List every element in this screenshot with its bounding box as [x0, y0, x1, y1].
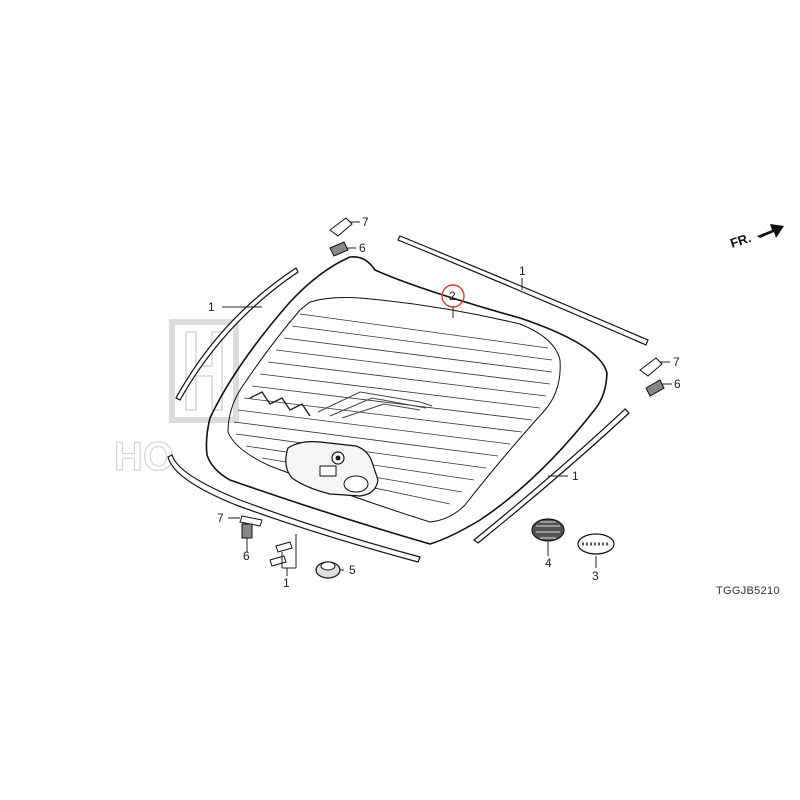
clip-6-right[interactable]	[645, 379, 672, 397]
clip-7-bottom[interactable]	[228, 515, 263, 527]
brand-watermark: HO	[113, 319, 239, 480]
callout-7-top[interactable]: 7	[362, 215, 369, 229]
wiper-lower-boss	[343, 475, 369, 493]
grommet-part-5[interactable]	[315, 561, 341, 579]
clip-6-bottom[interactable]	[241, 523, 253, 548]
antenna-pattern	[249, 391, 311, 417]
clip-7-right[interactable]	[639, 357, 670, 377]
callout-6-right[interactable]: 6	[674, 377, 681, 391]
clip-6-top[interactable]	[329, 241, 356, 257]
callout-3[interactable]: 3	[592, 569, 599, 583]
watermark-text: HO	[114, 435, 174, 479]
callout-1-top[interactable]: 1	[519, 264, 526, 278]
front-label: FR.	[728, 230, 753, 251]
callout-6-bottom[interactable]: 6	[243, 549, 250, 563]
rear-windshield-glass[interactable]	[205, 255, 608, 545]
molding-top[interactable]	[397, 235, 649, 346]
callout-6-top[interactable]: 6	[359, 241, 366, 255]
leader-lines	[222, 278, 597, 576]
front-direction-indicator: FR.	[728, 224, 784, 251]
callout-4[interactable]: 4	[545, 556, 552, 570]
molding-left[interactable]	[175, 267, 299, 401]
front-arrow-icon	[757, 224, 784, 238]
callout-1-right[interactable]: 1	[572, 469, 579, 483]
emblem-part-3[interactable]	[577, 533, 615, 555]
highlight-circle	[441, 284, 465, 308]
watermark-logo-outline	[169, 319, 239, 423]
emblem-part-4[interactable]	[531, 518, 565, 542]
callout-2[interactable]: 2	[449, 289, 456, 303]
callout-1-bottom[interactable]: 1	[283, 576, 290, 590]
antenna-pattern-diagonal	[317, 391, 433, 419]
wiper-motor-bracket	[319, 465, 337, 477]
clip-7-top[interactable]	[329, 217, 360, 237]
callout-7-right[interactable]: 7	[673, 355, 680, 369]
defroster-grid	[233, 313, 553, 505]
diagram-code: TGGJB5210	[716, 585, 780, 597]
callout-7-bottom[interactable]: 7	[217, 511, 224, 525]
clip-1-bottom-pins[interactable]	[269, 541, 293, 567]
molding-bottom[interactable]	[167, 454, 421, 563]
callout-1-left[interactable]: 1	[208, 300, 215, 314]
callout-5[interactable]: 5	[349, 563, 356, 577]
